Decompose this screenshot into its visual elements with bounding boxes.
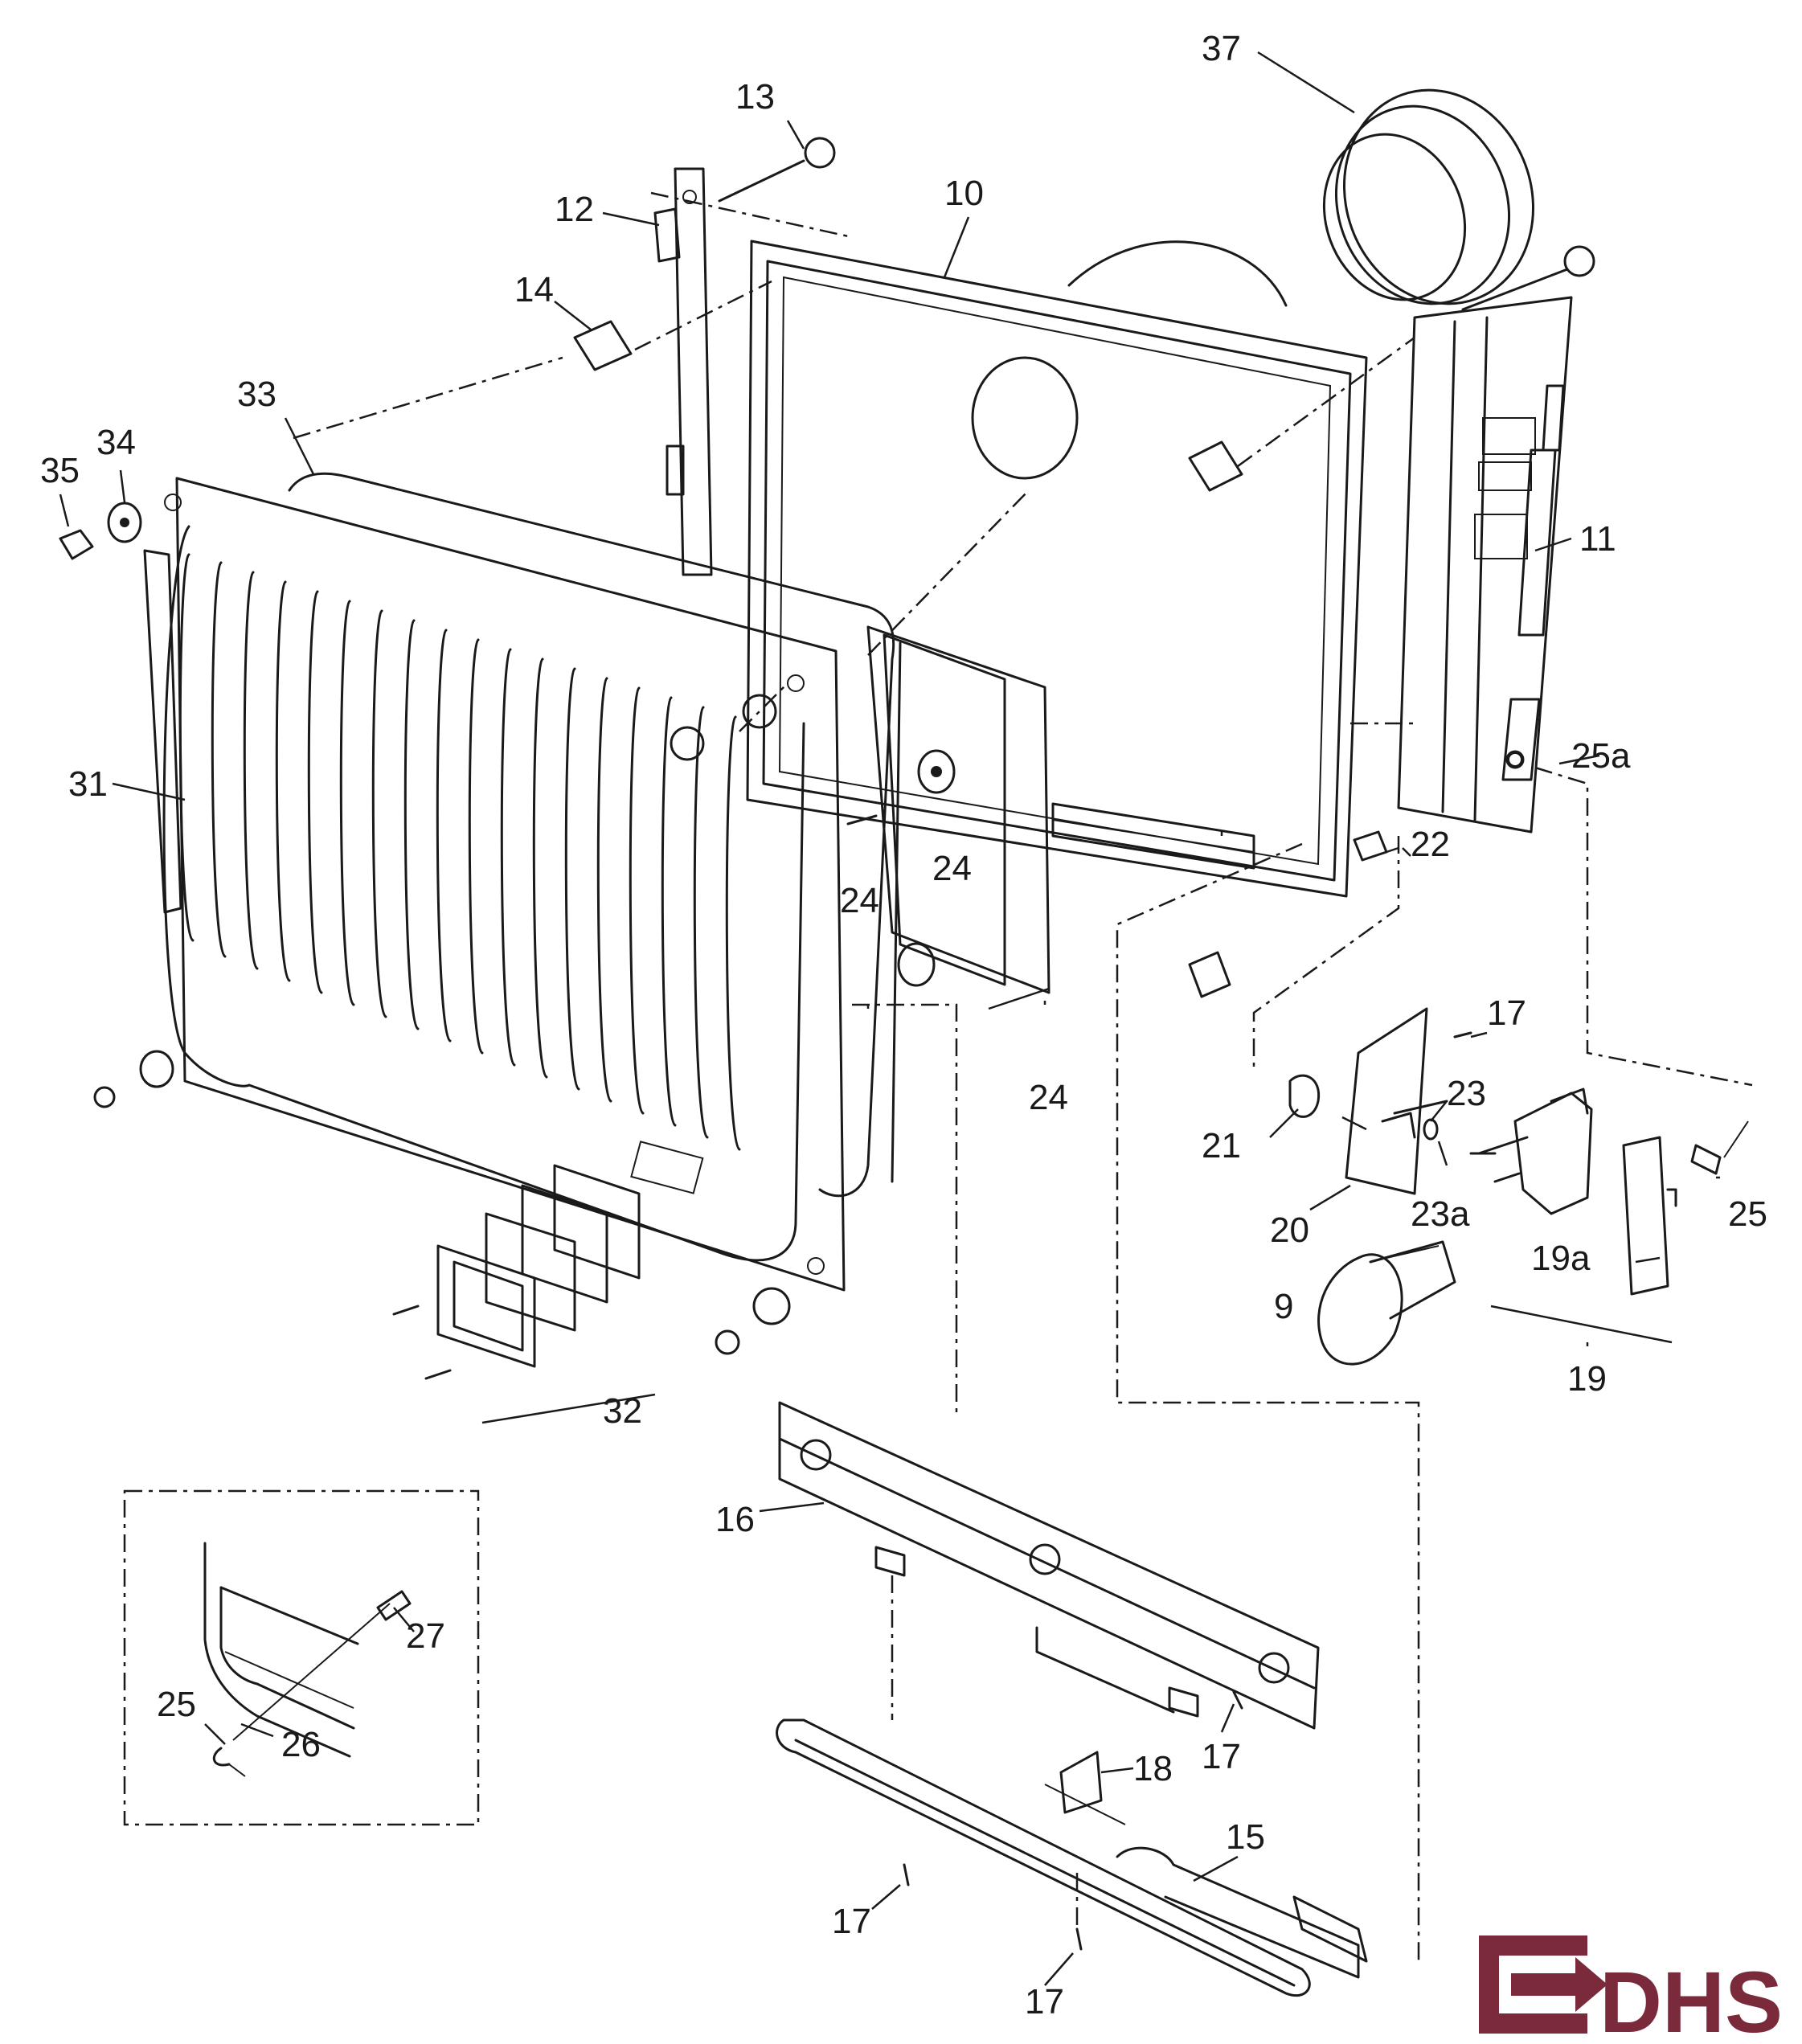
- part-19-gas-valve: [1469, 1088, 1677, 1296]
- callout-18: 18: [1133, 1749, 1173, 1788]
- callout-17-b: 17: [1202, 1737, 1241, 1776]
- callout-31: 31: [68, 764, 108, 804]
- callout-37: 37: [1202, 29, 1241, 68]
- logo-text: DHS: [1599, 1953, 1783, 2044]
- part-12-left-bracket: [653, 167, 713, 576]
- callout-16: 16: [715, 1500, 755, 1539]
- loose-washer-1: [139, 1050, 174, 1088]
- assembly-lines: [293, 191, 1753, 1961]
- callout-19a: 19a: [1531, 1239, 1591, 1278]
- callout-33: 33: [237, 375, 276, 414]
- part-13-bolt: [718, 137, 836, 203]
- callout-32: 32: [603, 1391, 642, 1431]
- part-14-spacer-2: [1188, 440, 1243, 492]
- inset-detail: [123, 1489, 480, 1826]
- part-33-gasket: [288, 472, 902, 1198]
- part-17-screw-c: [903, 1863, 910, 1886]
- part-13-bolt-right: [1461, 245, 1595, 311]
- part-34-washer: [107, 502, 142, 543]
- part-11-right-bracket: [1397, 296, 1573, 834]
- callout-26: 26: [281, 1725, 321, 1764]
- loose-washer-2: [752, 1287, 791, 1325]
- callout-13: 13: [735, 77, 775, 117]
- part-18-clip: [1059, 1751, 1103, 1814]
- part-21-nut: [1288, 1074, 1321, 1118]
- callout-25-b: 25: [1728, 1194, 1767, 1234]
- callout-27: 27: [406, 1616, 445, 1656]
- part-31-heat-exchanger: [143, 477, 846, 1292]
- callout-15: 15: [1226, 1817, 1265, 1857]
- part-20-pilot-bracket: [1345, 1007, 1428, 1195]
- callout-23: 23: [1447, 1074, 1486, 1113]
- part-17-screw-d: [1075, 1927, 1083, 1951]
- part-14-spacer: [573, 320, 633, 371]
- loose-nut-2: [715, 1329, 740, 1355]
- part-32-window-assembly: [392, 1164, 641, 1380]
- leader-lines: [59, 51, 1720, 1986]
- part-16-mounting-strip: [778, 1401, 1320, 1730]
- loose-nut-1: [93, 1086, 116, 1108]
- callout-25a: 25a: [1571, 736, 1631, 776]
- callout-23a: 23a: [1411, 1194, 1470, 1234]
- part-35-nut: [59, 529, 94, 560]
- callout-34: 34: [96, 423, 136, 462]
- part-17-screw-a: [1453, 1031, 1472, 1038]
- callout-10: 10: [944, 174, 984, 213]
- callout-25-c: 25: [157, 1685, 196, 1724]
- callout-24-b: 24: [932, 849, 972, 888]
- callout-9: 9: [1274, 1287, 1293, 1326]
- part-14-spacer-3: [1188, 951, 1231, 998]
- callouts: 37 13 10 12 14 33 34 35 11 31 25a 22 24 …: [40, 29, 1767, 2021]
- part-24-panel: [846, 625, 1050, 994]
- callout-17-d: 17: [1025, 1982, 1064, 2021]
- fin-group: [178, 553, 741, 1151]
- callout-22: 22: [1411, 825, 1450, 864]
- part-23-thermocouple: [1393, 1100, 1448, 1141]
- callout-19: 19: [1567, 1359, 1607, 1399]
- part-22-screw: [1353, 830, 1388, 862]
- part-15-burner: [776, 1718, 1368, 1997]
- callout-24-c: 24: [1029, 1078, 1068, 1117]
- callout-12: 12: [555, 190, 594, 229]
- callout-21: 21: [1202, 1126, 1241, 1165]
- callout-17-c: 17: [832, 1902, 871, 1941]
- callout-35: 35: [40, 451, 80, 490]
- part-37-flue-ring: [1322, 88, 1535, 305]
- part-9-knob: [1317, 1240, 1456, 1366]
- part-25a-washer: [1505, 750, 1525, 769]
- callout-14: 14: [514, 270, 554, 309]
- callout-17-a: 17: [1487, 993, 1526, 1033]
- callout-24-a: 24: [840, 881, 879, 920]
- part-25-nut: [1690, 1120, 1749, 1175]
- part-10-combustion-chamber: [746, 240, 1368, 898]
- part-17-screw-b: [1232, 1690, 1243, 1710]
- logo-arrow-icon: [1479, 1935, 1607, 2034]
- callout-20: 20: [1270, 1210, 1309, 1250]
- dhs-logo: DHS: [1479, 1935, 1783, 2044]
- callout-11: 11: [1579, 519, 1616, 559]
